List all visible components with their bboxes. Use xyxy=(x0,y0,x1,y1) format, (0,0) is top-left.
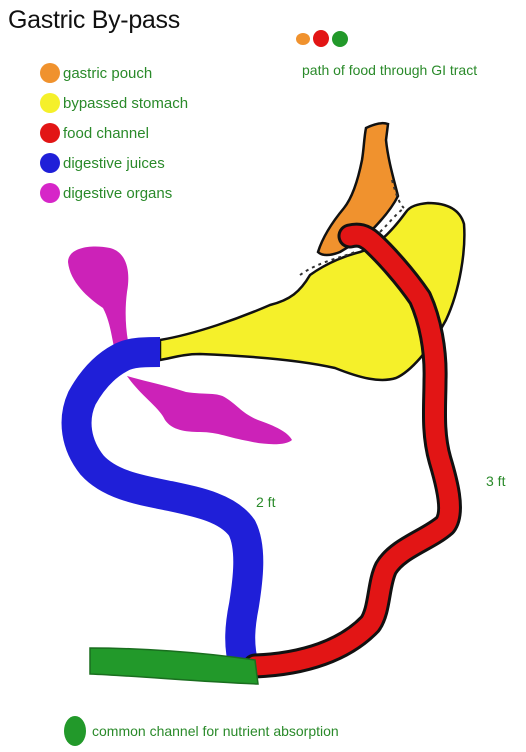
common-channel-label: common channel for nutrient absorption xyxy=(92,723,339,739)
green-dot-icon xyxy=(64,716,86,746)
pancreas-shape xyxy=(127,376,292,444)
common-channel-legend: common channel for nutrient absorption xyxy=(64,716,339,746)
biliopancreatic-length-label: 2 ft xyxy=(256,494,275,510)
roux-length-label: 3 ft xyxy=(486,473,505,489)
